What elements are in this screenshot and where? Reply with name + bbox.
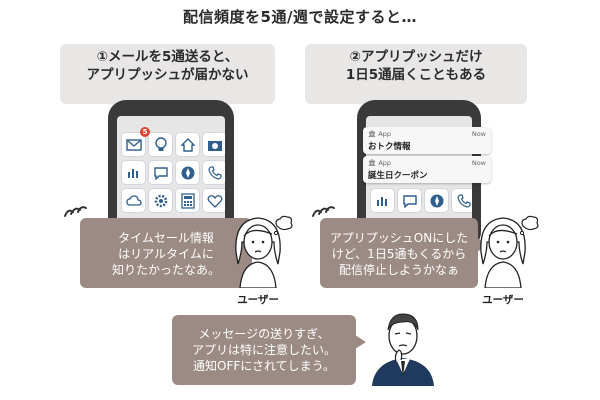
left-panel-header: ①メールを5通送ると、 アプリプッシュが届かない xyxy=(60,44,275,104)
right-user-label: ユーザー xyxy=(482,294,524,306)
left-speech-line3: 知りたかったなあ。 xyxy=(111,263,220,277)
bottom-speech-tail xyxy=(355,335,366,349)
notification-time: Now xyxy=(471,130,486,138)
chart-icon xyxy=(370,188,395,213)
left-header-line1: ①メールを5通送ると、 xyxy=(96,49,239,65)
user-icon xyxy=(480,217,526,288)
left-phone: 5 xyxy=(108,100,234,250)
building-icon: 🏛 xyxy=(368,159,377,167)
bottom-speech-line2: アプリは特に注意したい。 xyxy=(191,343,336,357)
chart-icon xyxy=(121,160,146,185)
building-icon: 🏛 xyxy=(368,130,377,138)
right-speech-bubble: アプリプッシュONにした けど、1日5通もくるから 配信停止しようかなぁ xyxy=(320,218,478,288)
home-icon xyxy=(175,132,200,157)
left-user-label: ユーザー xyxy=(237,294,279,306)
page-title: 配信頻度を5通/週で設定すると… xyxy=(183,8,417,26)
sigh-marks-icon xyxy=(64,206,87,217)
notification-body: おトク情報 xyxy=(368,142,411,152)
notification-card: 🏛 App Now 誕生日クーポン xyxy=(363,156,491,183)
bottom-speech-line1: メッセージの送りすぎ、 xyxy=(198,327,330,341)
cloud-icon xyxy=(121,188,146,213)
phone-icon xyxy=(451,188,472,213)
bottom-speech-bubble: メッセージの送りすぎ、 アプリは特に注意したい。 通知OFFにされてしまう。 xyxy=(172,315,356,385)
left-header-line2: アプリプッシュが届かない xyxy=(86,67,249,83)
left-speech-line1: タイムセール情報 xyxy=(118,231,214,245)
gear-icon xyxy=(148,188,173,213)
bottom-speech-line3: 通知OFFにされてしまう。 xyxy=(193,359,335,373)
left-speech-bubble: タイムセール情報 はリアルタイムに 知りたかったなあ。 xyxy=(80,218,252,288)
right-speech-line2: けど、1日5通もくるから xyxy=(331,247,467,261)
right-header-line1: ②アプリプッシュだけ xyxy=(349,49,483,65)
user-icon xyxy=(235,217,281,288)
sigh-marks-icon xyxy=(312,206,335,217)
right-panel-header: ②アプリプッシュだけ 1日5通届くこともある xyxy=(305,44,527,104)
notification-card: 🏛 App Now おトク情報 xyxy=(363,127,491,154)
calculator-icon xyxy=(175,188,200,213)
badge-count: 5 xyxy=(140,127,150,137)
thought-bubble-icon xyxy=(273,215,293,236)
notification-time: Now xyxy=(471,159,486,167)
notification-app: App xyxy=(378,130,392,138)
heart-icon xyxy=(202,188,225,213)
chat-icon xyxy=(148,160,173,185)
compass-icon xyxy=(424,188,449,213)
left-phone-screen: 5 xyxy=(117,116,225,250)
thought-bubble-icon xyxy=(519,215,539,236)
left-speech-line2: はリアルタイムに xyxy=(118,247,214,261)
right-header-line2: 1日5通届くこともある xyxy=(345,67,487,83)
mail-icon xyxy=(121,132,146,157)
businessman-icon xyxy=(372,313,434,386)
notification-body: 誕生日クーポン xyxy=(368,171,428,181)
right-speech-line1: アプリプッシュONにした xyxy=(329,231,469,245)
notification-app: App xyxy=(378,159,392,167)
chat-icon xyxy=(397,188,422,213)
bulb-icon xyxy=(148,132,173,157)
right-speech-line3: 配信停止しようかなぁ xyxy=(338,263,459,277)
compass-icon xyxy=(175,160,200,185)
phone-icon xyxy=(202,160,225,185)
camera-icon xyxy=(202,132,225,157)
